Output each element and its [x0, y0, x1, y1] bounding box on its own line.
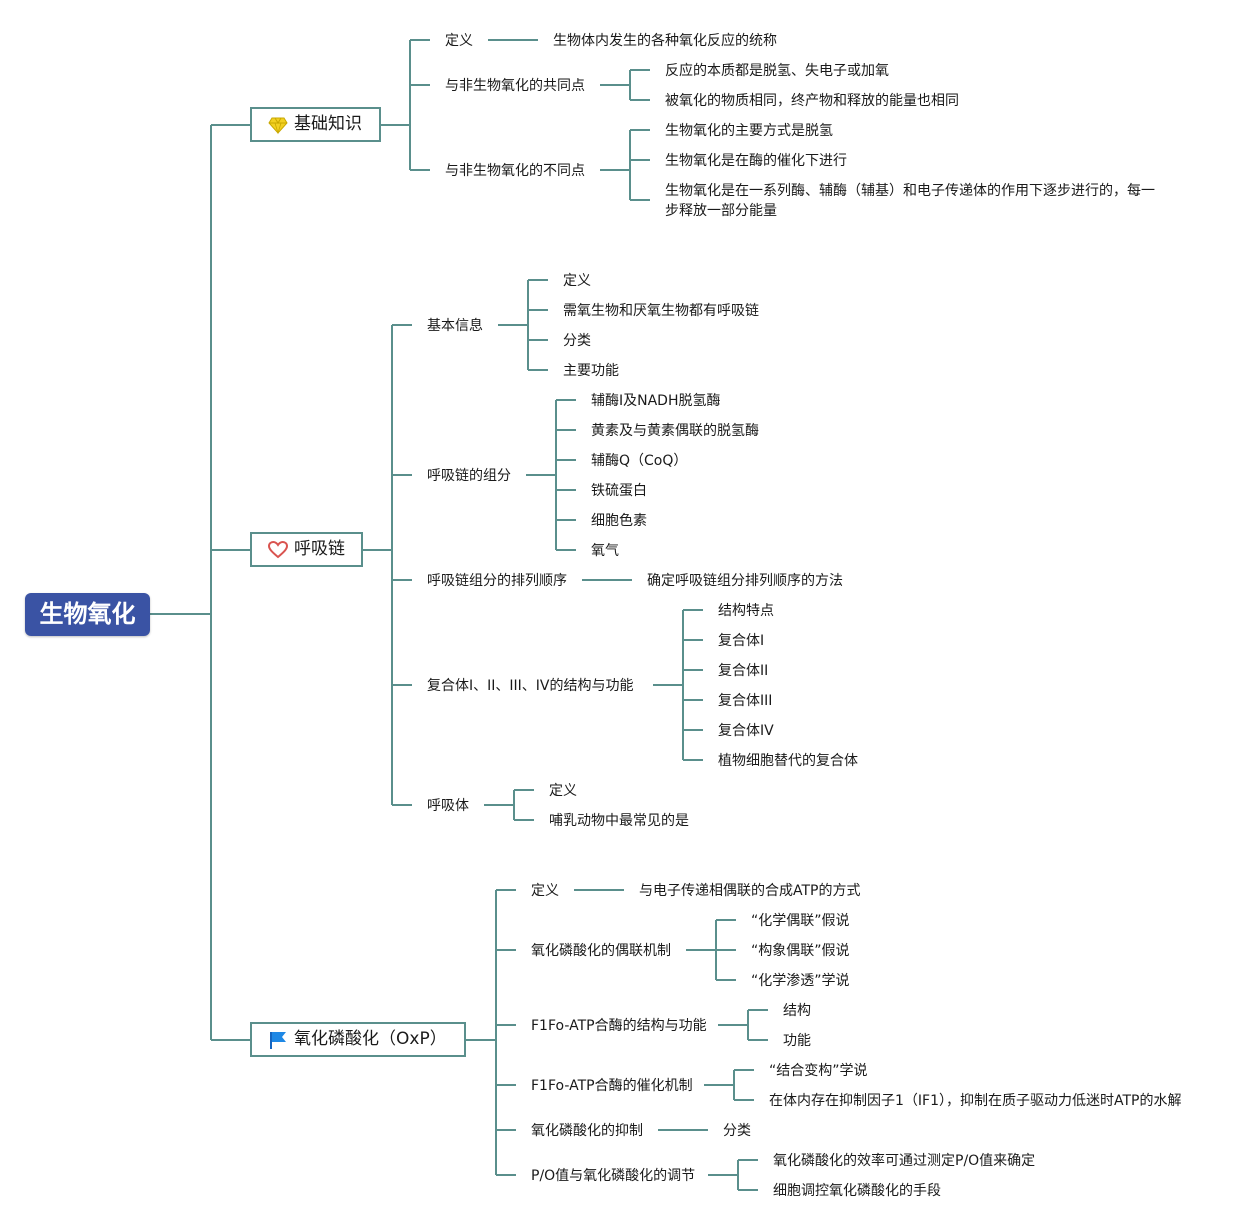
detail-node[interactable]: 反应的本质都是脱氢、失电子或加氧: [665, 63, 889, 79]
detail-node[interactable]: 定义: [549, 783, 577, 799]
topic-node[interactable]: 复合体I、II、III、IV的结构与功能: [427, 678, 634, 694]
detail-node[interactable]: 结构特点: [718, 603, 774, 619]
branch-label: 氧化磷酸化（OxP）: [294, 1029, 447, 1049]
detail-node[interactable]: 黄素及与黄素偶联的脱氢酶: [591, 423, 759, 439]
detail-node[interactable]: 在体内存在抑制因子1（IF1），抑制在质子驱动力低迷时ATP的水解: [769, 1093, 1182, 1109]
topic-node[interactable]: 与非生物氧化的不同点: [445, 163, 585, 179]
branch-node-oxidative-phosphorylation[interactable]: 氧化磷酸化（OxP）: [250, 1022, 466, 1057]
detail-node[interactable]: 生物氧化是在一系列酶、辅酶（辅基）和电子传递体的作用下逐步进行的，每一步释放一部…: [665, 183, 1155, 219]
branch-node-basics[interactable]: 基础知识: [250, 107, 381, 142]
flag-icon: [268, 1030, 288, 1050]
detail-node[interactable]: “化学偶联”假说: [751, 913, 850, 929]
detail-node[interactable]: 复合体I: [718, 633, 765, 649]
topic-node[interactable]: 定义: [531, 883, 559, 899]
topic-node[interactable]: 呼吸体: [427, 798, 469, 814]
detail-node[interactable]: 被氧化的物质相同，终产物和释放的能量也相同: [665, 93, 959, 109]
heart-icon: [267, 540, 289, 560]
detail-node[interactable]: 细胞调控氧化磷酸化的手段: [773, 1183, 941, 1199]
diamond-icon: [268, 115, 288, 135]
detail-node[interactable]: 主要功能: [563, 363, 619, 379]
topic-node[interactable]: 定义: [445, 33, 473, 49]
detail-node[interactable]: 需氧生物和厌氧生物都有呼吸链: [563, 303, 759, 319]
detail-node[interactable]: 哺乳动物中最常见的是: [549, 813, 689, 829]
topic-node[interactable]: 氧化磷酸化的抑制: [531, 1123, 643, 1139]
branch-label: 基础知识: [294, 114, 362, 134]
detail-node[interactable]: “化学渗透”学说: [751, 973, 850, 989]
topic-node[interactable]: 基本信息: [427, 318, 483, 334]
detail-node[interactable]: 细胞色素: [591, 513, 647, 529]
detail-node[interactable]: “构象偶联”假说: [751, 943, 850, 959]
detail-node[interactable]: 生物氧化的主要方式是脱氢: [665, 123, 833, 139]
detail-node[interactable]: 结构: [783, 1003, 811, 1019]
detail-node[interactable]: 分类: [563, 333, 591, 349]
detail-node[interactable]: 复合体IV: [718, 723, 774, 739]
topic-node[interactable]: 氧化磷酸化的偶联机制: [531, 943, 671, 959]
branch-node-respiratory-chain[interactable]: 呼吸链: [250, 532, 363, 567]
detail-node[interactable]: 氧化磷酸化的效率可通过测定P/O值来确定: [773, 1153, 1036, 1169]
detail-node[interactable]: 分类: [723, 1123, 751, 1139]
topic-node[interactable]: F1Fo-ATP合酶的催化机制: [531, 1078, 693, 1094]
detail-node[interactable]: 植物细胞替代的复合体: [718, 753, 858, 769]
topic-node[interactable]: 呼吸链的组分: [427, 468, 511, 484]
detail-node[interactable]: 辅酶Q（CoQ）: [591, 453, 688, 469]
detail-node[interactable]: 与电子传递相偶联的合成ATP的方式: [639, 883, 861, 899]
detail-node[interactable]: 生物体内发生的各种氧化反应的统称: [553, 33, 777, 49]
detail-node[interactable]: 复合体II: [718, 663, 769, 679]
detail-node[interactable]: 功能: [783, 1033, 811, 1049]
detail-node[interactable]: 氧气: [591, 543, 619, 559]
detail-node[interactable]: 铁硫蛋白: [591, 483, 647, 499]
detail-node[interactable]: 辅酶I及NADH脱氢酶: [591, 393, 721, 409]
detail-node[interactable]: 确定呼吸链组分排列顺序的方法: [647, 573, 843, 589]
root-node[interactable]: 生物氧化: [25, 593, 150, 636]
topic-node[interactable]: P/O值与氧化磷酸化的调节: [531, 1168, 696, 1184]
branch-label: 呼吸链: [294, 539, 345, 559]
topic-node[interactable]: F1Fo-ATP合酶的结构与功能: [531, 1018, 707, 1034]
topic-node[interactable]: 呼吸链组分的排列顺序: [427, 573, 567, 589]
detail-node[interactable]: 复合体III: [718, 693, 773, 709]
detail-node[interactable]: 定义: [563, 273, 591, 289]
detail-node[interactable]: 生物氧化是在酶的催化下进行: [665, 153, 847, 169]
detail-node[interactable]: “结合变构”学说: [769, 1063, 868, 1079]
topic-node[interactable]: 与非生物氧化的共同点: [445, 78, 585, 94]
